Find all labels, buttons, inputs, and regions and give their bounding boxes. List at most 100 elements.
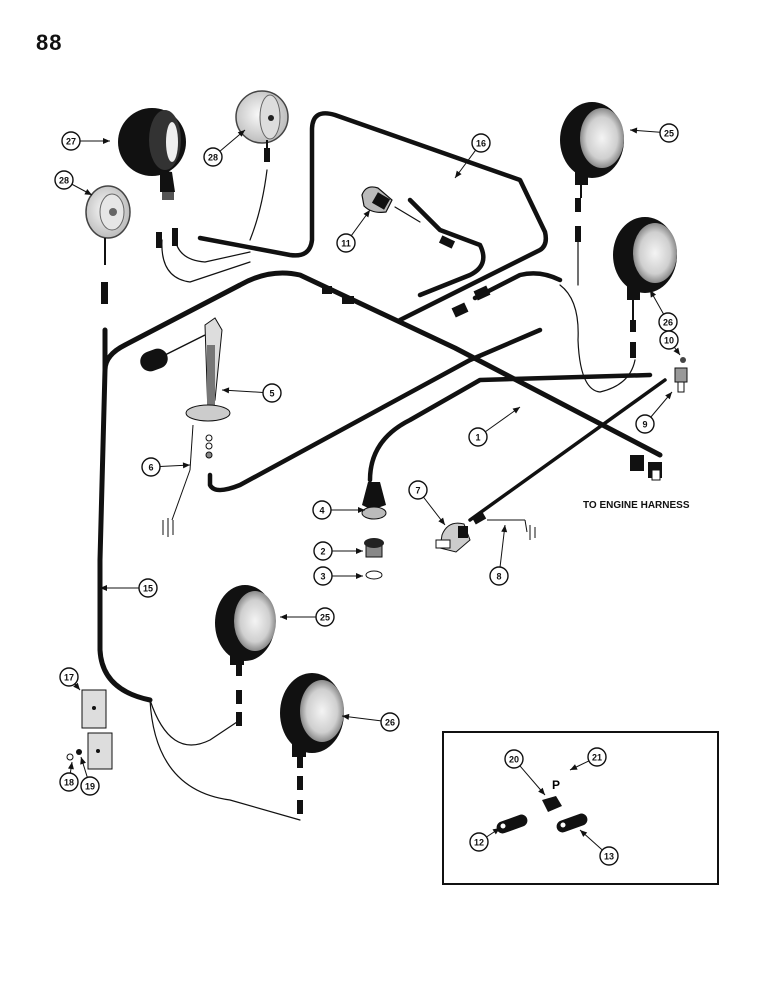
callout-arrowhead [673,347,680,355]
callout-28: 28 [54,170,93,196]
callout-arrowhead [358,507,365,513]
callout-arrowhead [237,130,245,137]
callout-15: 15 [100,578,158,598]
callout-number: 25 [664,129,674,139]
callout-arrowhead [103,138,110,144]
callout-number: 27 [66,137,76,147]
lamp-26-top [613,217,677,320]
callout-number: 6 [148,463,153,473]
inset-letter: P [552,778,560,792]
callout-number: 3 [320,572,325,582]
callout-number: 19 [85,782,95,792]
callout-number: 7 [415,486,420,496]
callout-circle [61,131,81,151]
callout-number: 26 [385,718,395,728]
callout-circle [489,566,509,586]
callout-number: 5 [269,389,274,399]
callout-circle [315,607,335,627]
callout-number: 2 [320,547,325,557]
callout-arrowhead [363,210,370,218]
callout-arrowhead [222,387,230,394]
lamp-27 [118,108,186,200]
callout-arrowhead [512,407,520,414]
lamp-28-left [85,185,131,265]
lamp-25-top [560,102,624,198]
callout-8: 8 [489,524,509,586]
lamp-28-top [235,90,289,152]
callout-arrowhead [356,573,363,579]
callout-arrowhead [455,170,462,178]
callout-10: 10 [659,330,681,356]
lamp-26-bottom [280,673,344,757]
callout-circle [313,566,333,586]
callout-number: 12 [474,838,484,848]
callout-circle [659,123,679,143]
callout-circle [659,330,679,350]
callout-number: 15 [143,584,153,594]
callout-4: 4 [312,500,365,520]
callout-arrowhead [67,762,74,770]
callout-arrowhead [501,525,508,533]
callout-number: 16 [476,139,486,149]
callout-arrowhead [665,392,672,400]
sender-5 [140,317,231,537]
callout-25: 25 [629,123,679,143]
callout-circle [635,414,655,434]
callout-number: 10 [664,336,674,346]
callout-number: 18 [64,778,74,788]
callout-number: 20 [509,755,519,765]
switch-7 [435,519,536,553]
callout-21: 21 [569,747,607,771]
sender-2-4 [361,482,387,580]
callout-circle [54,170,74,190]
callout-6: 6 [141,457,191,477]
callout-26: 26 [341,712,400,732]
callout-arrowhead [630,127,638,134]
callout-number: 17 [64,673,74,683]
callout-arrowhead [73,682,80,690]
clip-12 [496,814,528,834]
callout-arrowhead [84,189,92,195]
callout-circle [471,133,491,153]
lamp-25-bottom [215,585,276,665]
callout-19: 19 [80,756,100,796]
callout-3: 3 [313,566,363,586]
callout-circle [380,712,400,732]
engine-harness-label: TO ENGINE HARNESS [583,500,690,511]
switch-11 [361,186,393,213]
callout-circle [408,480,428,500]
callout-circle [469,832,489,852]
clips-17-18-19 [66,689,113,770]
page-number: 88 [36,30,63,55]
callout-17: 17 [59,667,81,691]
callout-18: 18 [59,761,79,792]
callout-circle [599,846,619,866]
connectors [101,148,662,814]
callout-circle [262,383,282,403]
callout-number: 9 [642,420,647,430]
callout-number: 25 [320,613,330,623]
switch-9-10 [674,357,688,393]
callout-28: 28 [203,129,246,167]
callout-circle [59,667,79,687]
inset-box: P [442,731,719,885]
callout-5: 5 [221,383,282,403]
callout-number: 11 [341,239,351,249]
callout-arrowhead [100,585,107,591]
callout-number: 13 [604,852,614,862]
callout-arrowhead [356,548,363,554]
callout-number: 28 [59,176,69,186]
callout-circle [59,772,79,792]
callout-circle [312,500,332,520]
callout-number: 1 [475,433,480,443]
callout-arrowhead [570,764,578,770]
callout-circle [138,578,158,598]
callout-circle [587,747,607,767]
callout-20: 20 [504,749,546,796]
callout-arrowhead [80,757,86,765]
callout-circle [203,147,223,167]
callout-arrowhead [438,517,445,525]
